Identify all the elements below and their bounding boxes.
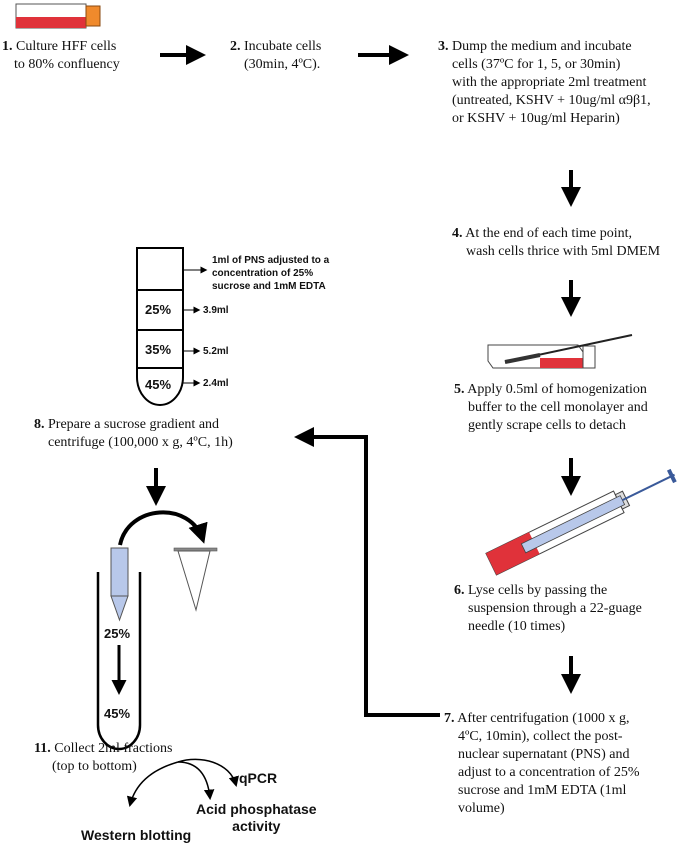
cell-scraper-flask-icon [487, 334, 633, 369]
layer-35-percent: 35% [145, 342, 172, 357]
step-text: Culture HFF cells [16, 39, 117, 54]
step-text: cells (37ºC for 1, 5, or 30min) [452, 57, 621, 72]
step-text: Lyse cells by passing the [468, 583, 608, 598]
pns-note: 1ml of PNS adjusted to a concentration o… [212, 254, 329, 293]
step-text: (untreated, KSHV + 10ug/ml α9β1, [452, 93, 651, 108]
pns-note-line: 1ml of PNS adjusted to a [212, 255, 330, 266]
step-text: or KSHV + 10ug/ml Heparin) [452, 111, 620, 126]
step-text: buffer to the cell monolayer and [468, 400, 648, 415]
step-text: After centrifugation (1000 x g, [457, 711, 630, 726]
step-4: 4. At the end of each time point, wash c… [452, 225, 660, 261]
step-text: Dump the medium and incubate [452, 39, 632, 54]
layer-45-percent: 45% [145, 377, 172, 392]
step-2: 2. Incubate cells (30min, 4ºC). [230, 38, 321, 74]
layer-25-percent: 25% [145, 302, 172, 317]
step-text: 4ºC, 10min), collect the post- [458, 729, 623, 744]
step-text: adjust to a concentration of 25% [458, 765, 640, 780]
step-text: nuclear supernatant (PNS) and [458, 747, 630, 762]
step-number: 7. [444, 711, 455, 726]
step-text: Apply 0.5ml of homogenization [467, 382, 647, 397]
step-text: to 80% confluency [14, 57, 120, 72]
output-western-blotting: Western blotting [81, 827, 192, 843]
step-8: 8. Prepare a sucrose gradient and centri… [34, 416, 233, 452]
step-text: (30min, 4ºC). [244, 57, 321, 72]
pns-note-line: concentration of 25% [212, 268, 314, 279]
output-qpcr: qPCR [239, 770, 278, 786]
fraction-bottom-label: 45% [104, 706, 131, 721]
output-acid-line: Acid phosphatase [196, 801, 317, 817]
layer-25-volume: 3.9ml [203, 305, 229, 316]
step-text: volume) [458, 801, 505, 816]
step-number: 2. [230, 39, 241, 54]
step-11: 11. Collect 2ml fractions (top to bottom… [34, 740, 172, 776]
step-text: (top to bottom) [52, 759, 137, 774]
step-number: 11. [34, 741, 51, 756]
output-acid-line: activity [232, 818, 281, 834]
step-3: 3. Dump the medium and incubate cells (3… [438, 38, 651, 128]
step-text: needle (10 times) [468, 619, 566, 634]
step-number: 3. [438, 39, 449, 54]
step-number: 6. [454, 583, 465, 598]
step-number: 1. [2, 39, 13, 54]
step-text: gently scrape cells to detach [468, 418, 626, 433]
step-text: Prepare a sucrose gradient and [48, 417, 220, 432]
step-text: suspension through a 22-guage [468, 601, 642, 616]
step-number: 4. [452, 226, 463, 241]
step-text: wash cells thrice with 5ml DMEM [466, 244, 661, 259]
step-7: 7. After centrifugation (1000 x g, 4ºC, … [444, 710, 640, 818]
step-text: centrifuge (100,000 x g, 4ºC, 1h) [48, 435, 233, 450]
step-text: with the appropriate 2ml treatment [452, 75, 647, 90]
culture-flask-icon [15, 3, 101, 29]
fraction-top-label: 25% [104, 626, 131, 641]
layer-45-volume: 2.4ml [203, 378, 229, 389]
step-text: Incubate cells [244, 39, 322, 54]
output-arrows [126, 758, 239, 808]
gradient-tube [136, 247, 208, 406]
fraction-tube [96, 510, 218, 751]
arrow-7-to-8 [294, 427, 440, 717]
step-6: 6. Lyse cells by passing the suspension … [454, 582, 642, 636]
output-acid-phosphatase: Acid phosphatase activity [196, 801, 317, 835]
step-text: At the end of each time point, [465, 226, 633, 241]
syringe-icon [485, 468, 677, 576]
step-number: 8. [34, 417, 45, 432]
layer-35-volume: 5.2ml [203, 346, 229, 357]
step-text: Collect 2ml fractions [54, 741, 173, 756]
step-number: 5. [454, 382, 465, 397]
pns-note-line: sucrose and 1mM EDTA [212, 281, 326, 292]
step-5: 5. Apply 0.5ml of homogenization buffer … [454, 381, 648, 435]
step-1: 1. Culture HFF cells to 80% confluency [2, 38, 120, 74]
step-text: sucrose and 1mM EDTA (1ml [458, 783, 627, 798]
